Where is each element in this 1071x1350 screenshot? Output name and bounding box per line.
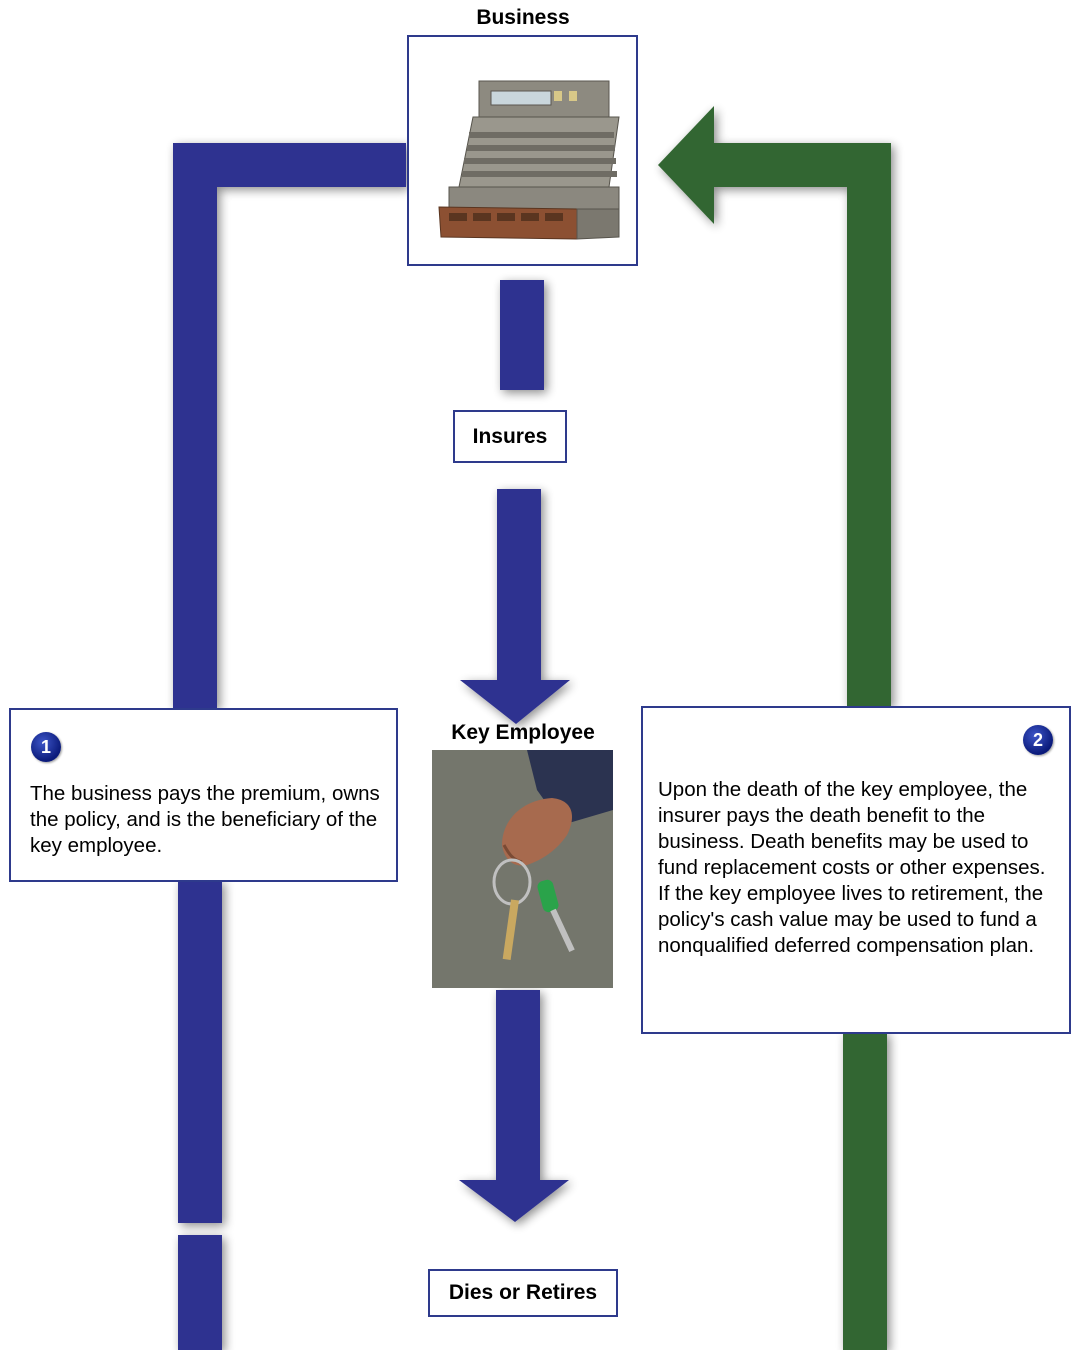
callout-one: 1 The business pays the premium, owns th… [9,708,398,882]
cash-register-icon [438,80,620,240]
dies-or-retires-box: Dies or Retires [428,1269,618,1317]
insures-box: Insures [453,410,567,463]
business-label: Business [476,6,570,29]
key-employee-label: Key Employee [451,721,595,744]
left-blue-flow-line [173,143,406,1350]
callout-two-text: Upon the death of the key employee, the … [658,778,1046,957]
insures-label: Insures [472,424,548,448]
dies-or-retires-label: Dies or Retires [448,1281,598,1304]
key-employee-image [432,750,613,988]
center-blue-connectors [459,280,570,1222]
step-two-badge: 2 [1023,725,1053,755]
green-return-arrow [658,106,891,1350]
callout-one-text: The business pays the premium, owns the … [30,782,380,857]
business-image-box [407,35,638,266]
hand-holding-keys-icon [432,750,613,988]
step-one-badge: 1 [31,732,61,762]
callout-two: 2 Upon the death of the key employee, th… [641,706,1071,1034]
